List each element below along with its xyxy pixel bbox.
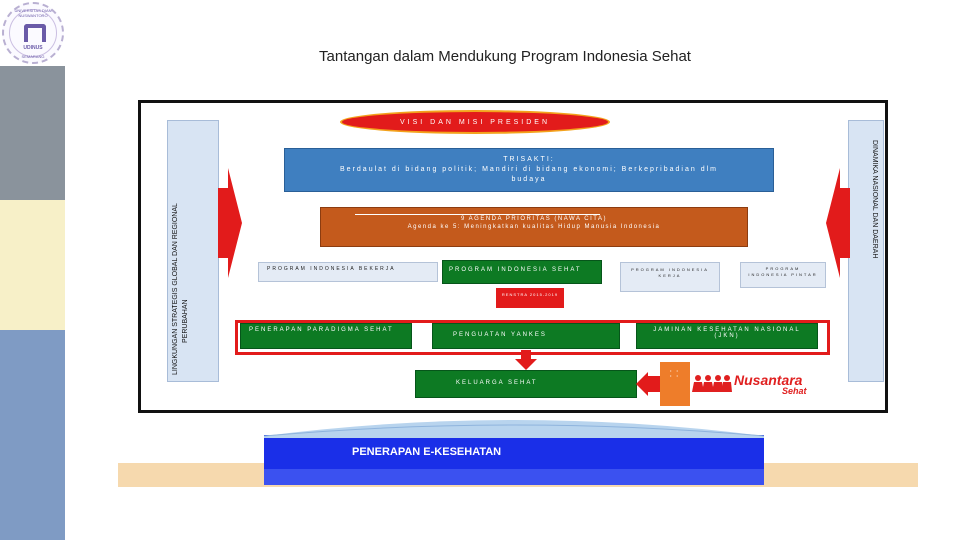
- up-arrow-icon: [263, 420, 765, 438]
- nawacita-line1: 9 AGENDA PRIORITAS (NAWA CITA): [460, 216, 607, 222]
- logo-mark-icon: [24, 24, 46, 42]
- people-logo-icon: [692, 375, 732, 392]
- program-bekerja-label: PROGRAM INDONESIA BEKERJA: [267, 266, 396, 272]
- nawacita-line2: Agenda ke 5: Meningkatkan kualitas Hidup…: [407, 224, 661, 230]
- sidebar-block-gray: [0, 66, 65, 200]
- down-arrow-icon: [515, 350, 537, 370]
- penguatan-yankes-label: PENGUATAN YANKES: [453, 332, 547, 338]
- visi-misi-label: VISI DAN MISI PRESIDEN: [399, 118, 551, 126]
- diagram-frame: [138, 100, 888, 413]
- left-side-text-2: PERUBAHAN: [182, 299, 189, 343]
- nusantara-sehat-logo: Nusantara Sehat: [690, 372, 832, 396]
- penguatan-yankes-box: PENGUATAN YANKES: [432, 323, 620, 349]
- logo-ring-text: UNIVERSITAS DIAN NUSWANTORO: [14, 8, 52, 18]
- logo-city-text: SEMARANG: [21, 54, 45, 59]
- program-sehat-box: PROGRAM INDONESIA SEHAT: [442, 260, 602, 284]
- right-side-panel: [848, 120, 884, 382]
- pilar-outline: [235, 320, 830, 355]
- program-kerja-box: PROGRAM INDONESIA KERJA: [620, 262, 720, 292]
- trisakti-line2: budaya: [511, 176, 547, 183]
- program-pintar-box: PROGRAM INDONESIA PINTAR: [740, 262, 826, 288]
- ekesehatan-box: [264, 435, 764, 485]
- trisakti-title: TRISAKTI:: [503, 156, 555, 163]
- jkn-label: JAMINAN KESEHATAN NASIONAL (JKN): [653, 327, 801, 339]
- slide-title: Tantangan dalam Mendukung Program Indone…: [319, 48, 691, 65]
- logo-name-text: UDINUS: [23, 45, 43, 51]
- nusantara-label: Nusantara: [734, 372, 803, 388]
- renstra-label: RENSTRA 2015-2019: [501, 292, 559, 297]
- sidebar-block-cream: [0, 200, 65, 330]
- program-pintar-label: PROGRAM INDONESIA PINTAR: [748, 266, 818, 277]
- program-bekerja-box: PROGRAM INDONESIA BEKERJA: [258, 262, 438, 282]
- trisakti-box: TRISAKTI: Berdaulat di bidang politik; M…: [284, 148, 774, 192]
- left-pointing-arrow-icon: [826, 168, 850, 278]
- keluarga-sehat-box: KELUARGA SEHAT: [415, 370, 637, 398]
- right-side-text-1: DINAMIKA NASIONAL DAN DAERAH: [871, 140, 878, 259]
- sidebar-block-blue: [0, 330, 65, 540]
- keluarga-sehat-label: KELUARGA SEHAT: [456, 380, 538, 386]
- renstra-box: RENSTRA 2015-2019: [496, 288, 564, 308]
- orange-tag-box: • •• •: [660, 362, 690, 406]
- nawacita-underline: [355, 214, 600, 215]
- program-kerja-label: PROGRAM INDONESIA KERJA: [631, 267, 709, 278]
- keluarga-arrow-icon: [636, 372, 662, 396]
- paradigma-sehat-label: PENERAPAN PARADIGMA SEHAT: [249, 327, 394, 333]
- logo-ring: [9, 9, 57, 57]
- trisakti-line1: Berdaulat di bidang politik; Mandiri di …: [340, 166, 718, 173]
- jkn-box: JAMINAN KESEHATAN NASIONAL (JKN): [636, 323, 818, 349]
- nawacita-box: 9 AGENDA PRIORITAS (NAWA CITA) Agenda ke…: [320, 207, 748, 247]
- paradigma-sehat-box: PENERAPAN PARADIGMA SEHAT: [240, 323, 412, 349]
- left-side-text-1: LINGKUNGAN STRATEGIS GLOBAL DAN REGIONAL: [172, 203, 179, 375]
- university-logo: UNIVERSITAS DIAN NUSWANTORO UDINUS SEMAR…: [2, 2, 64, 64]
- program-sehat-label: PROGRAM INDONESIA SEHAT: [449, 267, 582, 273]
- right-pointing-arrow-icon: [218, 168, 242, 278]
- left-side-panel: [167, 120, 219, 382]
- sehat-label: Sehat: [782, 386, 807, 396]
- ekesehatan-label: PENERAPAN E-KESEHATAN: [352, 446, 502, 458]
- visi-misi-oval: VISI DAN MISI PRESIDEN: [340, 110, 610, 134]
